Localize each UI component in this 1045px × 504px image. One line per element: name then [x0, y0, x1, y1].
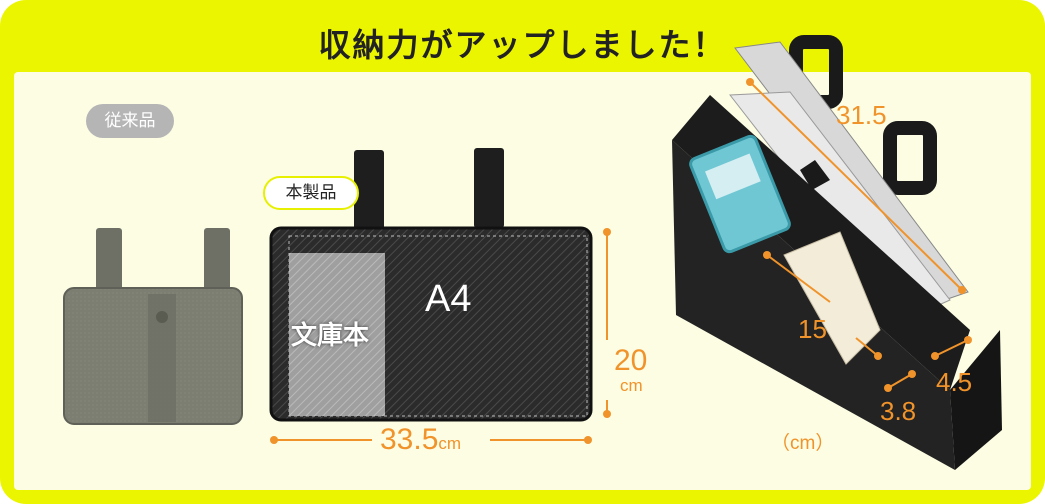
height-value: 20	[614, 344, 648, 377]
gusset-front-dimension-line	[884, 370, 916, 392]
headline: 収納力がアップしました！	[318, 26, 727, 64]
height-dimension-line	[603, 228, 611, 418]
old-product-image	[63, 228, 243, 425]
new-product-label: 本製品	[263, 176, 359, 210]
gusset-back-dimension-line	[931, 336, 972, 360]
gusset-back-value: 4.5	[936, 367, 973, 397]
height-unit: cm	[620, 376, 643, 395]
bunkobon-compartment-label: 文庫本	[291, 321, 370, 351]
width-dimension-line	[270, 436, 592, 444]
old-product-label: 従来品	[86, 104, 174, 138]
new-product-image	[269, 148, 593, 422]
gusset-front-value: 3.8	[880, 396, 917, 426]
unit-note: （cm）	[771, 433, 835, 454]
length-dimension-line	[746, 78, 966, 294]
depth-value: 15	[798, 314, 827, 344]
a4-compartment-label: A4	[425, 278, 472, 320]
depth-dimension-line	[763, 251, 882, 360]
width-value-group: 33.5cm	[380, 423, 461, 457]
length-value: 31.5	[836, 100, 887, 130]
width-value: 33.5	[380, 423, 439, 456]
width-unit: cm	[438, 434, 462, 453]
